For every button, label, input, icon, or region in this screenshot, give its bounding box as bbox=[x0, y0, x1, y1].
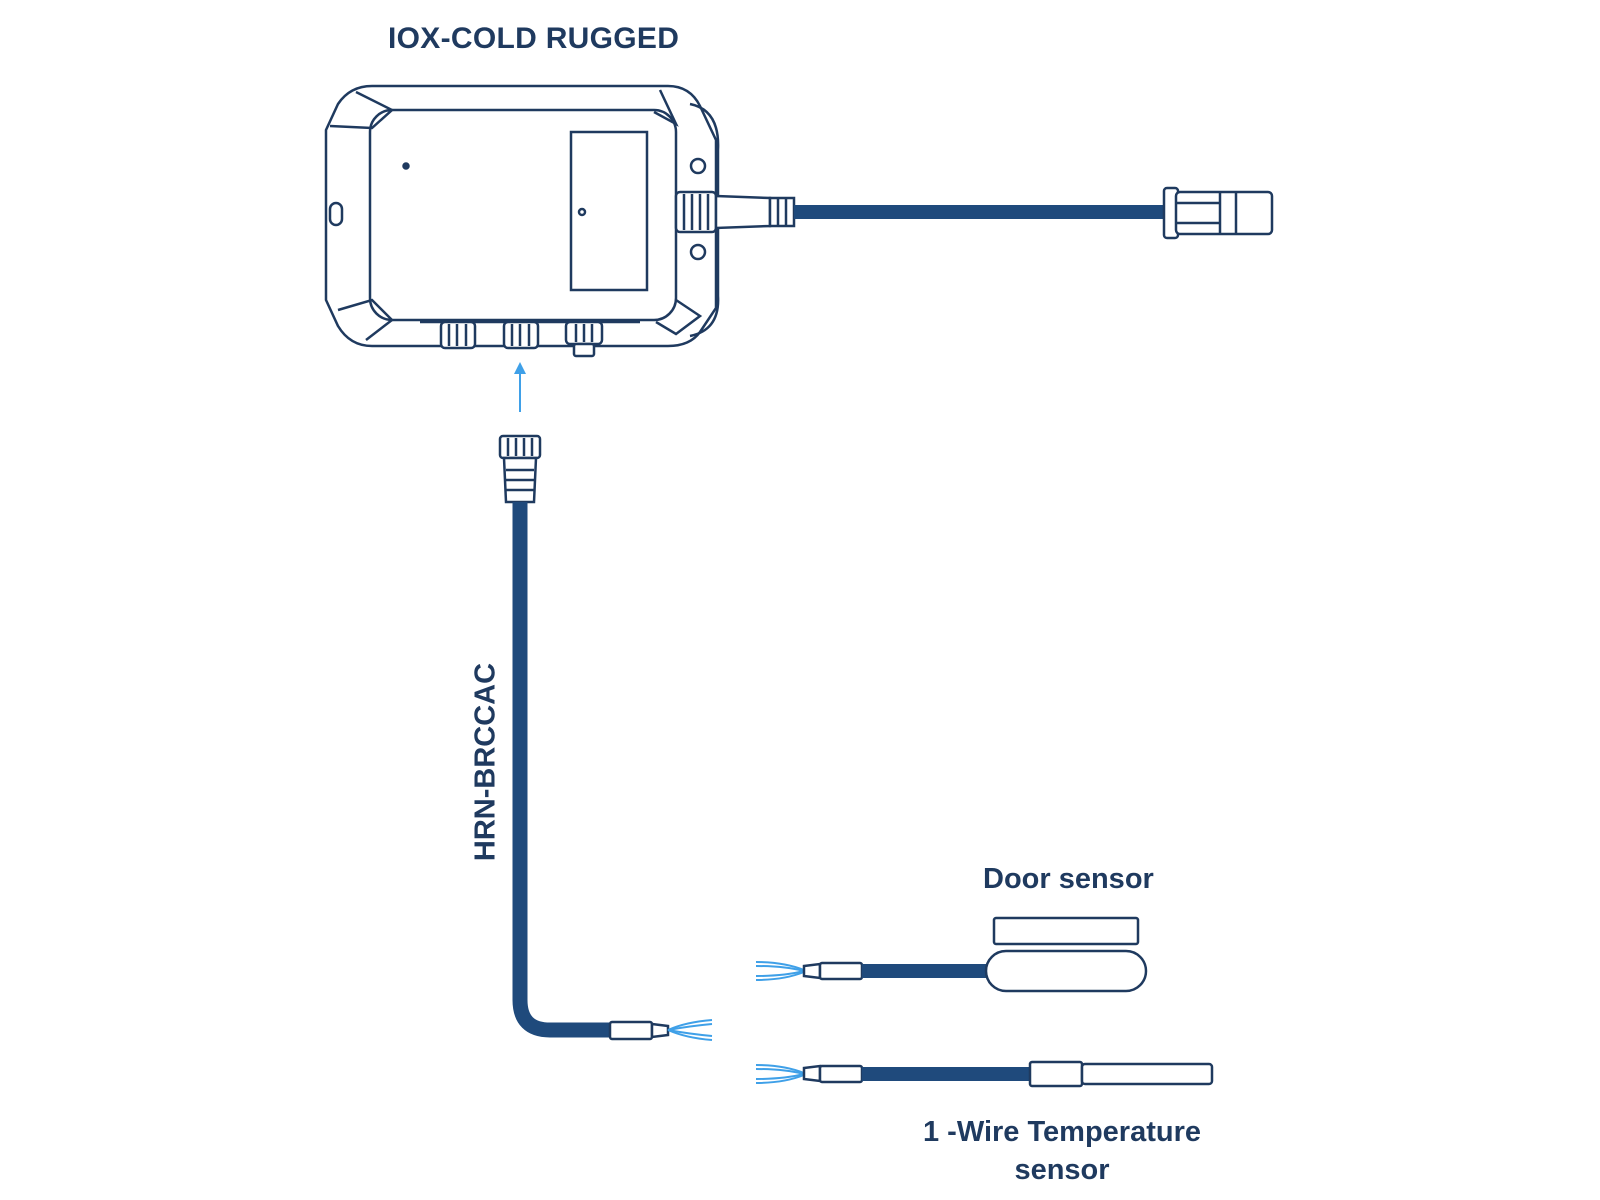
device-port-left bbox=[439, 320, 477, 350]
door-sensor-label: Door sensor bbox=[983, 863, 1154, 895]
device-port-right bbox=[564, 320, 604, 358]
temperature-sensor bbox=[755, 1060, 1214, 1088]
temperature-sensor-label: 1 -Wire Temperature sensor bbox=[922, 1116, 1201, 1186]
device-title: IOX-COLD RUGGED bbox=[388, 22, 680, 55]
connection-arrow bbox=[514, 362, 526, 412]
door-sensor bbox=[755, 916, 1148, 993]
power-cable bbox=[674, 186, 1274, 240]
device-port-middle bbox=[502, 320, 540, 350]
iox-device bbox=[324, 84, 720, 348]
harness-cable bbox=[498, 434, 713, 1041]
